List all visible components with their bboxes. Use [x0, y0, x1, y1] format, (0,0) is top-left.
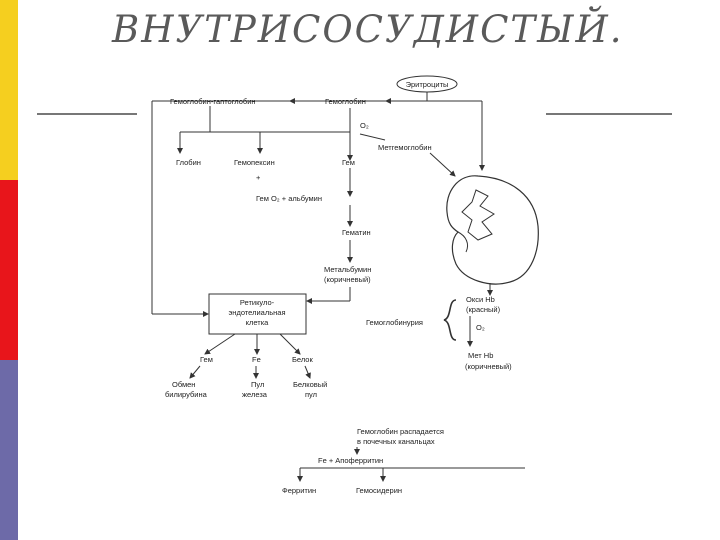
methemoglobin-label: Метгемоглобин — [378, 143, 432, 152]
plus-sign: + — [256, 173, 261, 182]
hemoglobinuria-label: Гемоглобинурия — [366, 318, 423, 327]
res-cell-label-2: эндотелиальная — [228, 308, 285, 317]
kidney-breakdown-label-2: в почечных канальцах — [357, 437, 435, 446]
oxy-hb-label-2: (красный) — [466, 305, 501, 314]
accent-bar-purple — [0, 360, 18, 540]
edge-res-to-heme — [204, 333, 236, 355]
slide-title: ВНУТРИСОСУДИСТЫЙ. — [112, 8, 624, 51]
edge-protein-to-pool — [304, 365, 311, 379]
res-cell-box — [208, 293, 307, 335]
hemosiderin-label: Гемосидерин — [356, 486, 402, 495]
heme-label-a: Гем — [342, 158, 355, 167]
res-cell-label-3: клетка — [246, 318, 270, 327]
protein-pool-label-2: пул — [305, 390, 317, 399]
heme-label-b: Гем — [200, 355, 213, 364]
erythrocytes-label: Эритроциты — [406, 80, 449, 89]
methemalbumin-label-1: Метальбумин — [324, 265, 371, 274]
protein-pool-label-1: Белковый — [293, 380, 327, 389]
edge-res-to-protein — [279, 333, 301, 355]
globin-label: Глобин — [176, 158, 201, 167]
edge-heme-to-bilirubin — [189, 365, 201, 379]
hematin-label: Гематин — [342, 228, 371, 237]
title-rule-left — [37, 113, 137, 115]
hemopexin-label: Гемопексин — [234, 158, 275, 167]
met-hb-label-1: Мет Hb — [468, 351, 493, 360]
hemoglobin-label: Гемоглобин — [325, 97, 366, 106]
hemoglobin-haptoglobin-label: Гемоглобин-гаптоглобин — [170, 97, 256, 106]
res-cell-label-1: Ретикуло- — [240, 298, 275, 307]
kidney-illustration — [446, 175, 539, 285]
ferritin-label: Ферритин — [282, 486, 316, 495]
o2-label-a: O₂ — [360, 121, 369, 130]
protein-label: Белок — [292, 355, 313, 364]
edge-methemoglobin-to-kidney — [429, 152, 456, 177]
accent-bar-red — [0, 180, 18, 360]
bilirubin-label-2: билирубина — [165, 390, 208, 399]
met-hb-label-2: (коричневый) — [465, 362, 512, 371]
bilirubin-label-1: Обмен — [172, 380, 195, 389]
o2-label-b: O₂ — [476, 323, 485, 332]
title-rule-right — [546, 113, 672, 115]
accent-bar-yellow — [0, 0, 18, 180]
fe-apoferritin-label: Fe + Апоферритин — [318, 456, 383, 465]
edge-to-methemoglobin — [359, 133, 386, 141]
fe-label: Fe — [252, 355, 261, 364]
methemalbumin-label-2: (коричневый) — [324, 275, 371, 284]
iron-pool-label-1: Пул — [251, 380, 264, 389]
oxy-hb-label-1: Окси Hb — [466, 295, 495, 304]
kidney-breakdown-label-1: Гемоглобин распадается — [357, 427, 444, 436]
iron-pool-label-2: железа — [242, 390, 268, 399]
heme-o2-albumin-label: Гем O₂ + альбумин — [256, 194, 322, 203]
hemoglobinuria-brace — [443, 299, 457, 341]
